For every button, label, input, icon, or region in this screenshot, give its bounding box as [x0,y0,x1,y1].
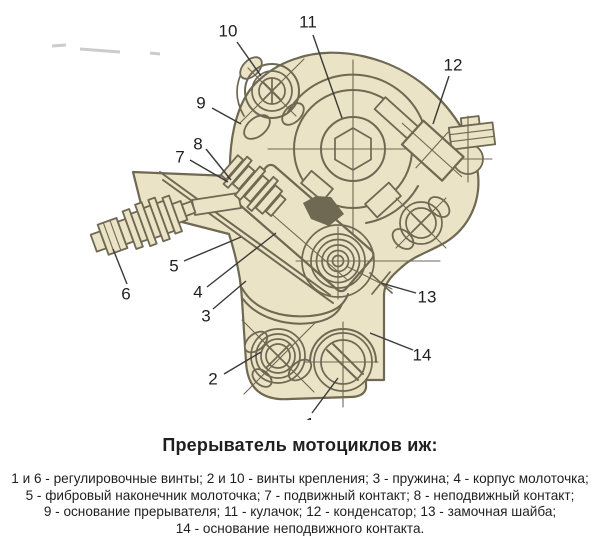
callout-leader-13 [380,282,417,294]
callout-label-9: 9 [196,94,205,113]
callout-label-3: 3 [201,307,210,326]
callout-label-10: 10 [219,22,238,41]
callout-leader-4 [206,232,277,288]
callout-leader-1 [311,377,339,414]
callout-label-7: 7 [175,148,184,167]
callout-leader-10 [236,41,262,77]
callout-leader-6 [112,248,128,285]
spring-anchor [303,196,344,226]
terminal-bracket [443,115,497,183]
plate-screw-right [391,196,451,250]
callout-leader-11 [312,34,343,119]
callout-leader-14 [369,332,414,351]
callout-label-8: 8 [193,135,202,154]
callout-label-12: 12 [444,56,463,75]
callout-leader-12 [432,75,450,125]
figure-legend: 1 и 6 - регулировочные винты; 2 и 10 - в… [0,471,600,537]
legend-line: 5 - фибровый наконечник молоточка; 7 - п… [25,487,575,503]
figure-caption: Прерыватель мотоциклов иж: [162,435,438,455]
callout-label-2: 2 [208,370,217,389]
callout-label-11: 11 [299,13,317,32]
callout-leader-8 [205,148,232,181]
callout-label-6: 6 [121,285,130,304]
breaker-diagram: 1234567891011121314 [51,13,497,421]
callout-label-5: 5 [169,257,178,276]
callout-leader-2 [223,351,262,375]
callout-label-13: 13 [418,288,437,307]
fastening-screw-bottom [241,319,317,395]
callout-label-4: 4 [193,283,202,302]
fastening-screw-top [236,56,305,140]
condenser [373,96,465,182]
callout-leader-9 [211,107,242,125]
adjusting-screw-left [89,194,197,256]
callout-label-14: 14 [413,346,432,365]
slotted-screw-bottom [303,321,379,408]
legend-line: 1 и 6 - регулировочные винты; 2 и 10 - в… [11,471,589,486]
callout-label-1: 1 [305,415,314,421]
callout-layer: 1234567891011121314 [112,13,463,421]
callout-leader-3 [212,280,247,310]
scan-artifact [51,43,161,56]
legend-line: 14 - основание неподвижного контакта. [175,520,425,536]
legend-line: 9 - основание прерывателя; 11 - кулачок;… [43,504,557,519]
callout-leader-7 [189,159,229,183]
callout-leader-5 [183,236,242,262]
